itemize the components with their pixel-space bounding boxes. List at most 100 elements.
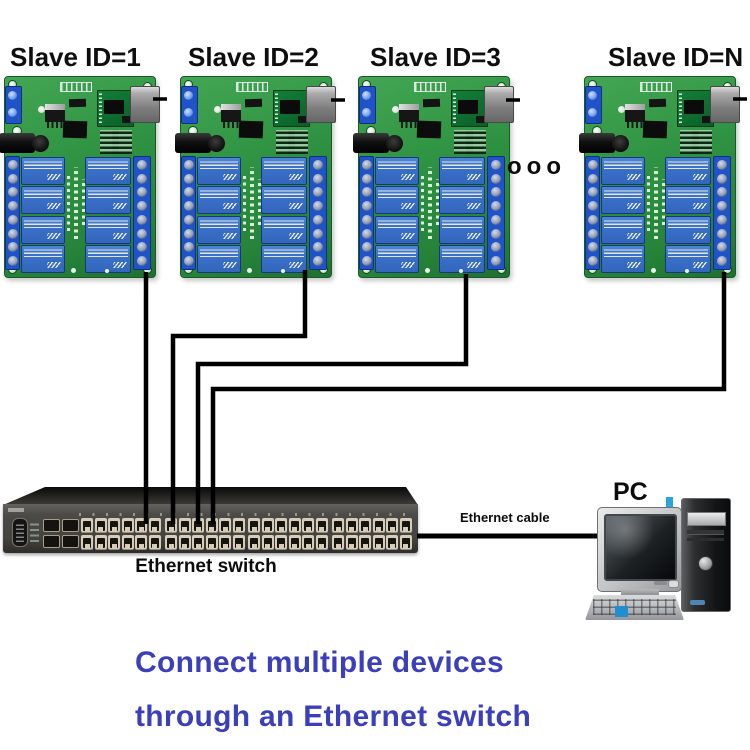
mounting-hole	[425, 268, 430, 273]
regulator-pins	[47, 122, 63, 128]
voltage-regulator	[221, 110, 241, 122]
terminal-screw	[183, 228, 194, 239]
terminal-screw	[587, 201, 598, 212]
silkscreen-text	[647, 173, 650, 231]
terminal-screw	[137, 160, 147, 170]
terminal-screw	[361, 242, 372, 253]
rj45-port	[302, 518, 314, 533]
terminal-screw	[717, 228, 727, 239]
voltage-regulator	[399, 104, 419, 110]
voltage-regulator	[399, 110, 419, 122]
module-pins	[275, 93, 278, 123]
terminal-screw	[137, 173, 147, 184]
rj45-port	[121, 518, 134, 533]
rj45-port	[192, 518, 204, 533]
ic-chip	[104, 100, 124, 114]
relay	[197, 186, 241, 215]
mounting-hole	[71, 268, 76, 273]
uplink-port	[62, 519, 79, 532]
terminal-screw	[137, 242, 147, 253]
accent-mark	[615, 606, 628, 617]
terminal-block	[585, 86, 602, 124]
relay-board-group-1: Slave ID=1	[0, 42, 160, 278]
relay	[439, 157, 485, 185]
module-pins	[453, 93, 456, 123]
terminal-screw	[587, 173, 598, 184]
terminal-screw	[717, 255, 727, 266]
terminal-screw	[313, 255, 323, 266]
rj45-port	[261, 535, 274, 550]
mounting-hole	[214, 106, 221, 113]
terminal-screw	[361, 214, 372, 225]
rj45-port	[248, 518, 260, 533]
relay-board-group-2: Slave ID=2	[175, 42, 336, 278]
screw-terminal-column	[309, 156, 327, 270]
terminal-screw	[183, 214, 194, 225]
terminal-screw	[313, 228, 323, 239]
status-leds	[30, 520, 39, 542]
rj45-port	[192, 535, 204, 550]
relay-board	[175, 76, 336, 278]
relay	[601, 157, 645, 185]
keyboard-keys	[593, 599, 676, 615]
terminal-screw	[491, 187, 501, 198]
relay	[665, 186, 711, 215]
rj45-port	[372, 518, 385, 533]
terminal-screw	[183, 255, 194, 266]
rj45-port	[288, 518, 301, 533]
terminal-screw	[313, 201, 323, 212]
screw-terminal-column	[359, 156, 374, 270]
relay	[197, 215, 241, 244]
relay-board	[0, 76, 160, 278]
rj45-port	[205, 535, 218, 550]
regulator-pins	[223, 122, 239, 128]
uplink-port	[43, 535, 60, 548]
solder-pads	[680, 130, 712, 154]
terminal-screw	[361, 173, 372, 184]
ethernet-switch	[3, 487, 418, 553]
terminal-screw	[137, 228, 147, 239]
terminal-screw	[7, 160, 18, 170]
screw-terminal-column	[713, 156, 731, 270]
ic-chip	[280, 100, 300, 114]
silkscreen-text	[243, 173, 246, 231]
monitor-stand	[621, 589, 659, 597]
relay-column	[665, 157, 711, 273]
screw-terminal-column	[585, 156, 600, 270]
silkscreen-text	[421, 173, 424, 231]
terminal-screw	[717, 173, 727, 184]
relay	[261, 215, 307, 244]
relay	[439, 244, 485, 273]
terminal-screw	[137, 214, 147, 225]
rj45-port	[332, 518, 344, 533]
terminal-screw	[587, 242, 598, 253]
rj45-port	[148, 518, 161, 533]
silkscreen-text	[258, 179, 261, 225]
solder-pads	[454, 130, 486, 154]
mounting-hole	[618, 106, 625, 113]
ic-chip	[476, 116, 485, 123]
relay	[21, 186, 65, 215]
voltage-regulator	[625, 104, 645, 110]
pc: PC	[585, 478, 735, 623]
terminal-block	[359, 86, 376, 124]
terminal-screw	[7, 255, 18, 266]
power-jack	[353, 133, 389, 153]
rj45-port	[165, 518, 177, 533]
rj45-port	[165, 535, 177, 550]
rj45-port	[81, 518, 93, 533]
mounting-hole	[392, 106, 399, 113]
relay	[439, 186, 485, 215]
relay	[85, 186, 131, 215]
rj45-jack	[484, 86, 514, 123]
rj45-port	[178, 535, 191, 550]
regulator-pins	[627, 122, 643, 128]
relay	[197, 244, 241, 273]
rj45-port	[135, 518, 147, 533]
relay-board-group-4: Slave ID=N	[579, 42, 744, 278]
terminal-screw	[491, 255, 501, 266]
slave-id-label: Slave ID=N	[608, 42, 744, 72]
monitor-controls	[668, 580, 679, 588]
terminal-screw	[7, 242, 18, 253]
relay	[21, 157, 65, 185]
